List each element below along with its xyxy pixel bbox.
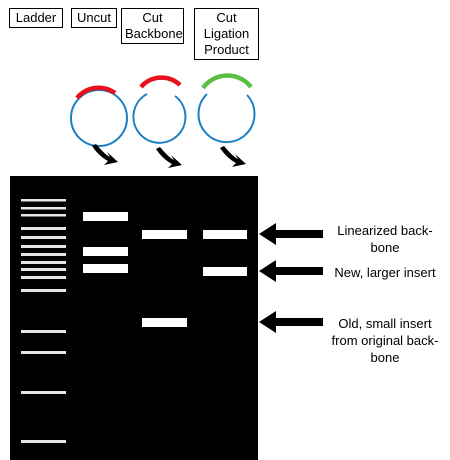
plasmid-uncut: [70, 85, 128, 147]
gel-band: [142, 318, 187, 327]
lane-header-cut-backbone: Cut Backbone: [121, 8, 184, 44]
curved-arrow-icon: [92, 144, 118, 165]
lane-header-cut-ligation: Cut Ligation Product: [194, 8, 259, 60]
annotation-line-1: Linearized back-: [337, 223, 433, 238]
cut-ligation-lane: [203, 230, 247, 276]
curved-arrow-icon: [220, 146, 246, 167]
annotation-new-insert: New, larger insert: [326, 264, 444, 281]
annotation-line-1: New, larger insert: [334, 265, 436, 280]
plasmid-cut-ligation: [197, 73, 256, 144]
ladder-band: [21, 261, 66, 264]
ladder-lane: [21, 199, 66, 443]
annotation-line-2: bone: [370, 240, 400, 255]
annotation-line-2: from original back-: [331, 333, 439, 348]
gel-band: [203, 267, 247, 276]
lane-label-line-1: Cut: [142, 10, 163, 25]
plasmid-ring: [70, 89, 128, 147]
ladder-band: [21, 268, 66, 271]
gel-background: [10, 176, 258, 460]
ladder-band: [21, 236, 66, 239]
plasmid-insert: [75, 85, 117, 100]
annotation-old-insert: Old, small insert from original back- bo…: [322, 315, 448, 366]
lane-label-line-3: Product: [204, 42, 249, 57]
ladder-band: [21, 276, 66, 279]
ladder-band: [21, 214, 66, 217]
pointer-arrows: [259, 223, 323, 333]
gel-band: [83, 247, 128, 256]
lane-label: Uncut: [77, 10, 111, 25]
annotation-linearized-backbone: Linearized back- bone: [326, 222, 444, 256]
lane-header-ladder: Ladder: [9, 8, 63, 28]
lane-label-line-1: Cut: [216, 10, 237, 25]
gel-band: [83, 212, 128, 221]
lane-label-line-2: Ligation: [203, 26, 250, 41]
ladder-band: [21, 289, 66, 292]
plasmid-ring: [197, 93, 256, 144]
cut-backbone-lane: [142, 230, 187, 327]
gel: [10, 176, 258, 460]
lane-label: Ladder: [15, 10, 57, 25]
uncut-lane: [83, 212, 128, 273]
annotation-line-3: bone: [370, 350, 400, 365]
lane-header-uncut: Uncut: [71, 8, 117, 28]
arrow-left-icon: [259, 260, 323, 282]
plasmid-ring: [132, 93, 187, 144]
ladder-band: [21, 199, 66, 202]
lane-label-line-2: Backbone: [125, 26, 183, 41]
ladder-band: [21, 330, 66, 333]
ladder-band: [21, 245, 66, 248]
curved-arrows: [92, 144, 246, 168]
plasmid-insert: [201, 73, 253, 90]
arrow-left-icon: [259, 311, 323, 333]
gel-band: [203, 230, 247, 239]
ladder-band: [21, 351, 66, 354]
curved-arrow-icon: [156, 147, 182, 168]
gel-band: [83, 264, 128, 273]
ladder-band: [21, 391, 66, 394]
ladder-band: [21, 440, 66, 443]
arrow-left-icon: [259, 223, 323, 245]
annotation-line-1: Old, small insert: [338, 316, 432, 331]
gel-band: [142, 230, 187, 239]
ladder-band: [21, 227, 66, 230]
ladder-band: [21, 207, 66, 210]
ladder-band: [21, 253, 66, 256]
plasmid-cut-backbone: [132, 75, 187, 144]
plasmid-insert: [139, 75, 182, 89]
